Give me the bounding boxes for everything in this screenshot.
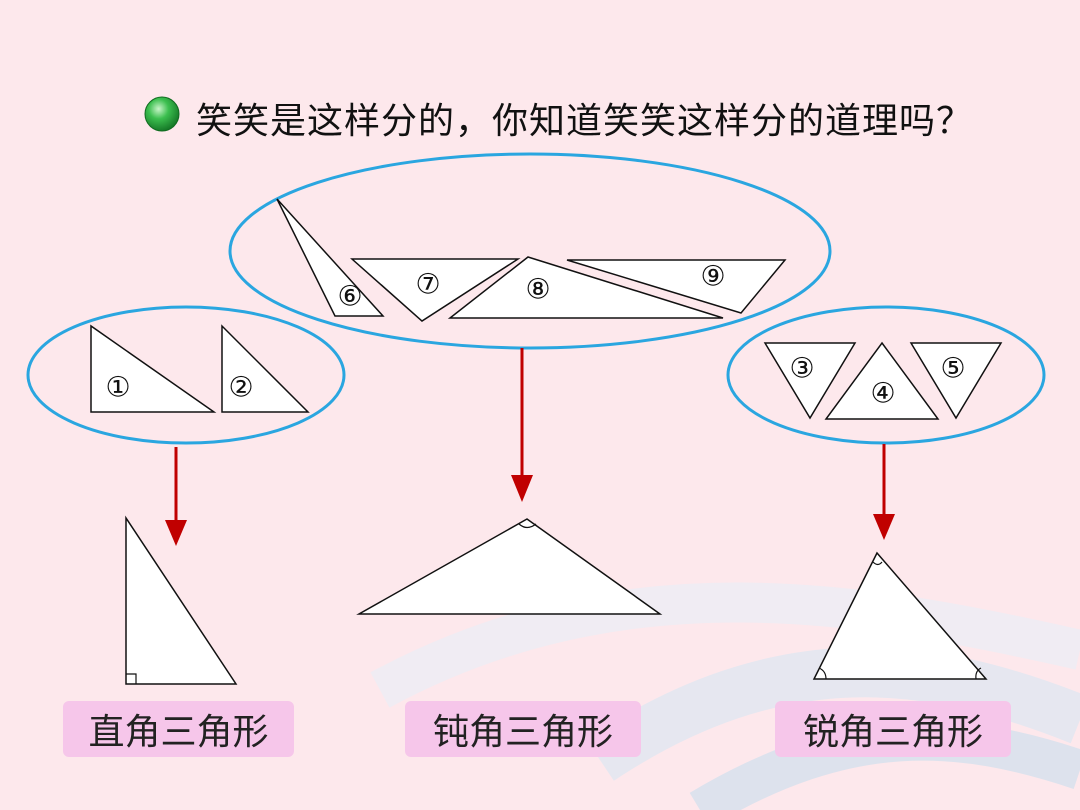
triangle-piece-3 bbox=[763, 342, 857, 420]
arrow-obtuse bbox=[511, 348, 533, 502]
arrow-right-angle bbox=[165, 447, 187, 546]
triangle-piece-9 bbox=[566, 259, 787, 314]
group-ellipse-obtuse bbox=[228, 152, 832, 350]
bullet-icon bbox=[144, 96, 180, 132]
piece-label-1: ① bbox=[105, 371, 130, 404]
label-obtuse-triangle: 钝角三角形 bbox=[405, 701, 641, 757]
piece-label-6: ⑥ bbox=[337, 280, 362, 313]
arrow-acute bbox=[873, 444, 895, 540]
acute-angle-arc-left bbox=[818, 667, 827, 680]
label-acute-triangle-text: 锐角三角形 bbox=[802, 712, 983, 753]
label-obtuse-triangle-text: 钝角三角形 bbox=[432, 712, 613, 753]
triangle-piece-1 bbox=[90, 324, 217, 413]
right-angle-mark bbox=[126, 673, 137, 684]
acute-angle-arc-right bbox=[975, 667, 982, 680]
group-ellipse-acute bbox=[726, 305, 1046, 445]
piece-label-2: ② bbox=[228, 371, 253, 404]
triangle-piece-7 bbox=[350, 258, 521, 322]
piece-label-9: ⑨ bbox=[700, 260, 725, 293]
piece-label-8: ⑧ bbox=[525, 273, 550, 306]
right-triangle bbox=[125, 515, 238, 685]
triangle-piece-6 bbox=[276, 198, 385, 317]
obtuse-angle-arc bbox=[518, 523, 537, 529]
label-right-triangle-text: 直角三角形 bbox=[88, 712, 269, 753]
piece-label-5: ⑤ bbox=[940, 352, 965, 385]
acute-angle-arc-top bbox=[872, 561, 883, 566]
label-right-triangle: 直角三角形 bbox=[63, 701, 294, 757]
triangle-piece-5 bbox=[909, 342, 1003, 420]
piece-label-4: ④ bbox=[870, 377, 895, 410]
piece-label-7: ⑦ bbox=[415, 268, 440, 301]
label-acute-triangle: 锐角三角形 bbox=[775, 701, 1011, 757]
piece-label-3: ③ bbox=[789, 352, 814, 385]
triangle-piece-2 bbox=[221, 324, 310, 413]
obtuse-triangle bbox=[356, 518, 663, 615]
triangle-piece-8 bbox=[447, 256, 724, 319]
question-text: 笑笑是这样分的，你知道笑笑这样分的道理吗？ bbox=[196, 101, 974, 142]
triangle-piece-4 bbox=[824, 341, 940, 420]
acute-triangle bbox=[812, 551, 988, 680]
group-ellipse-right-angle bbox=[26, 305, 346, 445]
